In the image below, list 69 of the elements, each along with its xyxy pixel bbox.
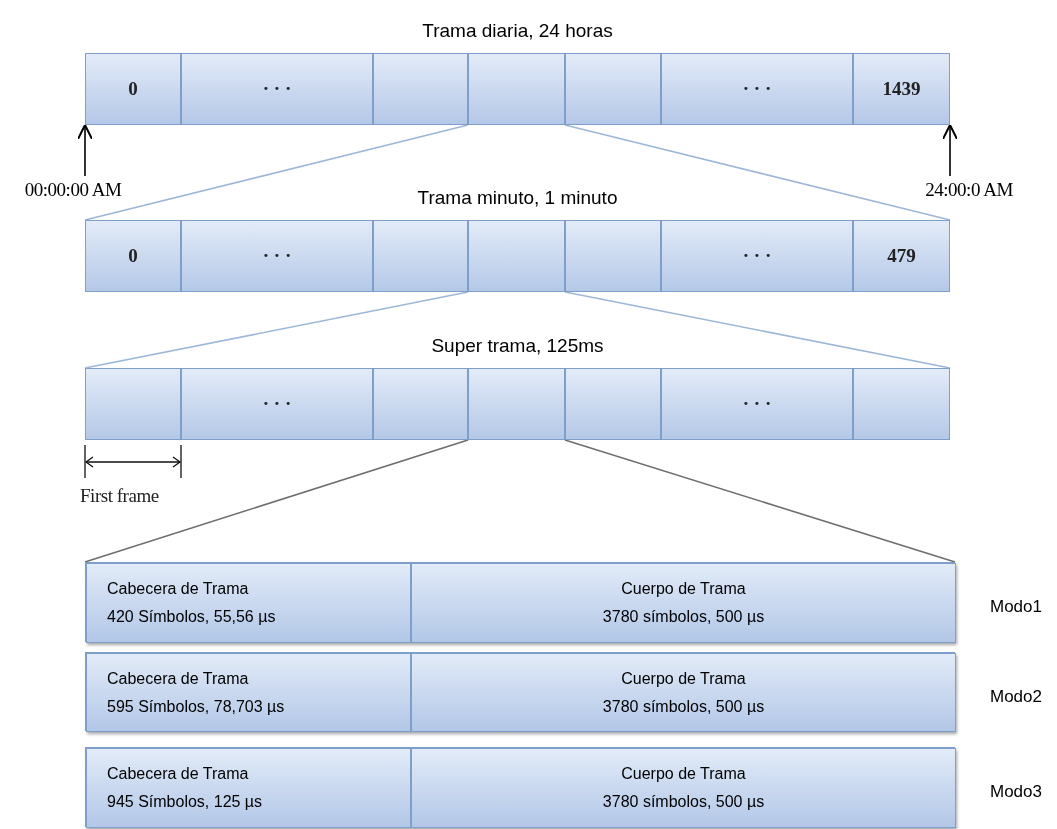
frame-cell	[85, 53, 181, 125]
segment-title: Cuerpo de Trama	[621, 764, 746, 784]
segment-title: Cabecera de Trama	[107, 764, 249, 784]
frame-cell	[85, 368, 181, 440]
segment-detail: 945 Símbolos, 125 µs	[107, 792, 263, 812]
frame-segment	[411, 563, 956, 643]
frame-cell	[468, 368, 565, 440]
segment-title: Cabecera de Trama	[107, 668, 249, 689]
segment-title: Cuerpo de Trama	[621, 668, 746, 689]
cell-text: 1439	[882, 76, 921, 101]
zoom-line	[84, 124, 469, 221]
mode-row	[85, 747, 955, 827]
frame-cell	[468, 53, 565, 125]
frame-cell	[565, 220, 661, 292]
frame-segment	[86, 563, 411, 643]
dimension-label: First frame	[80, 484, 159, 508]
frame-cell	[661, 53, 853, 125]
frame-segment	[411, 653, 956, 732]
zoom-line	[84, 439, 469, 563]
frame-cell	[661, 368, 853, 440]
frame-cell	[661, 220, 853, 292]
row-title: Super trama, 125ms	[431, 333, 604, 358]
frame-segment	[411, 748, 956, 828]
segment-detail: 3780 símbolos, 500 µs	[602, 607, 765, 627]
mode-label: Modo2	[990, 685, 1042, 708]
zoom-line	[564, 124, 951, 221]
frame-cell	[181, 220, 373, 292]
frame-cell	[181, 53, 373, 125]
arrow	[941, 124, 959, 177]
frame-cell	[468, 220, 565, 292]
segment-detail: 595 Símbolos, 78,703 µs	[107, 696, 285, 717]
cell-text: · · ·	[262, 76, 292, 101]
frame-cell	[853, 220, 950, 292]
time-label: 24:00:0 AM	[925, 177, 1013, 202]
zoom-line	[84, 291, 469, 369]
frame-segment	[86, 748, 411, 828]
cell-text: 479	[887, 243, 916, 268]
arrow	[76, 124, 94, 177]
segment-detail: 3780 símbolos, 500 µs	[602, 696, 765, 717]
frame-cell	[85, 220, 181, 292]
frame-cell	[853, 368, 950, 440]
mode-label: Modo1	[990, 596, 1042, 618]
segment-detail: 420 Símbolos, 55,56 µs	[107, 607, 276, 627]
segment-title: Cuerpo de Trama	[621, 579, 746, 599]
zoom-line	[564, 291, 951, 369]
row-title: Trama diaria, 24 horas	[422, 18, 613, 43]
mode-row	[85, 562, 955, 642]
mode-label: Modo3	[990, 781, 1042, 803]
cell-text: · · ·	[742, 243, 772, 268]
cell-text: · · ·	[742, 76, 772, 101]
frame-cell	[181, 368, 373, 440]
cell-text: 0	[128, 76, 138, 101]
frame-segment	[86, 653, 411, 732]
cell-text: 0	[128, 243, 138, 268]
segment-title: Cabecera de Trama	[107, 579, 249, 599]
frame-cell	[373, 220, 468, 292]
frame-cell	[373, 53, 468, 125]
time-label: 00:00:00 AM	[24, 177, 122, 202]
frame-cell	[373, 368, 468, 440]
frame-cell	[565, 368, 661, 440]
frame-cell	[853, 53, 950, 125]
segment-detail: 3780 símbolos, 500 µs	[602, 792, 765, 812]
cell-text: · · ·	[262, 243, 292, 268]
row-title: Trama minuto, 1 minuto	[417, 185, 618, 210]
zoom-line	[564, 439, 956, 563]
cell-text: · · ·	[742, 391, 772, 416]
mode-row	[85, 652, 955, 731]
frame-cell	[565, 53, 661, 125]
cell-text: · · ·	[262, 391, 292, 416]
